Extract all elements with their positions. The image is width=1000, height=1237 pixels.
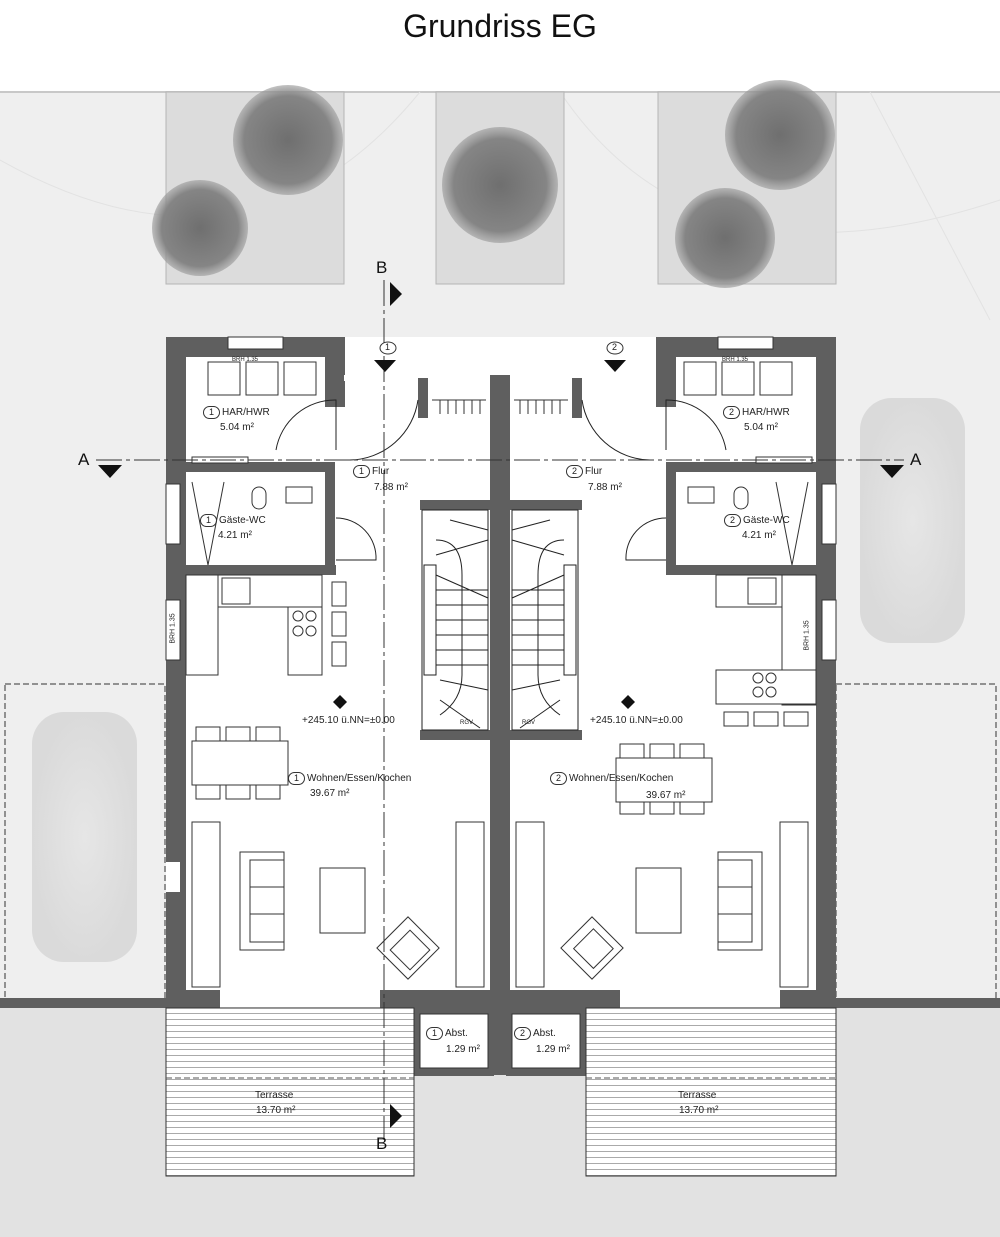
kitchen-1 — [185, 574, 347, 676]
terrace-label-2: Terrasse — [678, 1090, 717, 1101]
section-b-bottom-arrow-icon — [390, 1104, 402, 1128]
room-area-abst-1: 1.29 m² — [446, 1044, 480, 1055]
stair-label-2: RGV — [522, 720, 536, 726]
room-area-flur-1: 7.88 m² — [374, 482, 408, 493]
terrace-area-1: 13.70 m² — [256, 1105, 296, 1116]
tree-icons — [152, 80, 835, 288]
entrance-2-number: 2 — [612, 342, 618, 352]
section-a-left-arrow-icon — [98, 465, 122, 478]
kitchen-2 — [715, 574, 817, 727]
staircase-2 — [511, 509, 579, 731]
section-a-right-label: A — [910, 450, 922, 469]
room-area-living-1: 39.67 m² — [310, 788, 350, 799]
section-a-left-label: A — [78, 450, 90, 469]
section-b-top-arrow-icon — [390, 282, 402, 306]
entrance-1-number: 1 — [385, 342, 391, 352]
window-sill-label-2: BRH 1.35 — [803, 620, 811, 651]
section-b-bottom-label: B — [376, 1134, 388, 1153]
window-sill-label-1: BRH 1.35 — [169, 613, 177, 644]
section-b-top-label: B — [376, 258, 388, 277]
terrace-area-2: 13.70 m² — [679, 1105, 719, 1116]
section-a-right-arrow-icon — [880, 465, 904, 478]
window-sill-top-label-2: BRH 1.35 — [722, 357, 749, 363]
staircase-1 — [421, 509, 489, 731]
entrance-1-arrow-icon — [374, 360, 396, 372]
room-area-har-1: 5.04 m² — [220, 422, 254, 433]
room-area-har-2: 5.04 m² — [744, 422, 778, 433]
room-area-living-2: 39.67 m² — [646, 790, 686, 801]
terrace-1 — [165, 1007, 415, 1177]
room-area-flur-2: 7.88 m² — [588, 482, 622, 493]
entrance-2-arrow-icon — [604, 360, 626, 372]
page-title: Grundriss EG — [403, 8, 597, 44]
level-label-2: +245.10 ü.NN=±0.00 — [590, 715, 683, 726]
window-sill-top-label-1: BRH 1.35 — [232, 357, 259, 363]
level-label-1: +245.10 ü.NN=±0.00 — [302, 715, 395, 726]
room-area-wc-2: 4.21 m² — [742, 530, 776, 541]
stair-label-1: RGV — [460, 720, 474, 726]
parking-left — [4, 683, 166, 1001]
terrace-2 — [585, 1007, 837, 1177]
car-right-icon — [860, 398, 965, 643]
level-marker-icon — [333, 695, 635, 709]
room-area-abst-2: 1.29 m² — [536, 1044, 570, 1055]
terrace-label-1: Terrasse — [255, 1090, 294, 1101]
car-left-icon — [32, 712, 137, 962]
room-area-wc-1: 4.21 m² — [218, 530, 252, 541]
